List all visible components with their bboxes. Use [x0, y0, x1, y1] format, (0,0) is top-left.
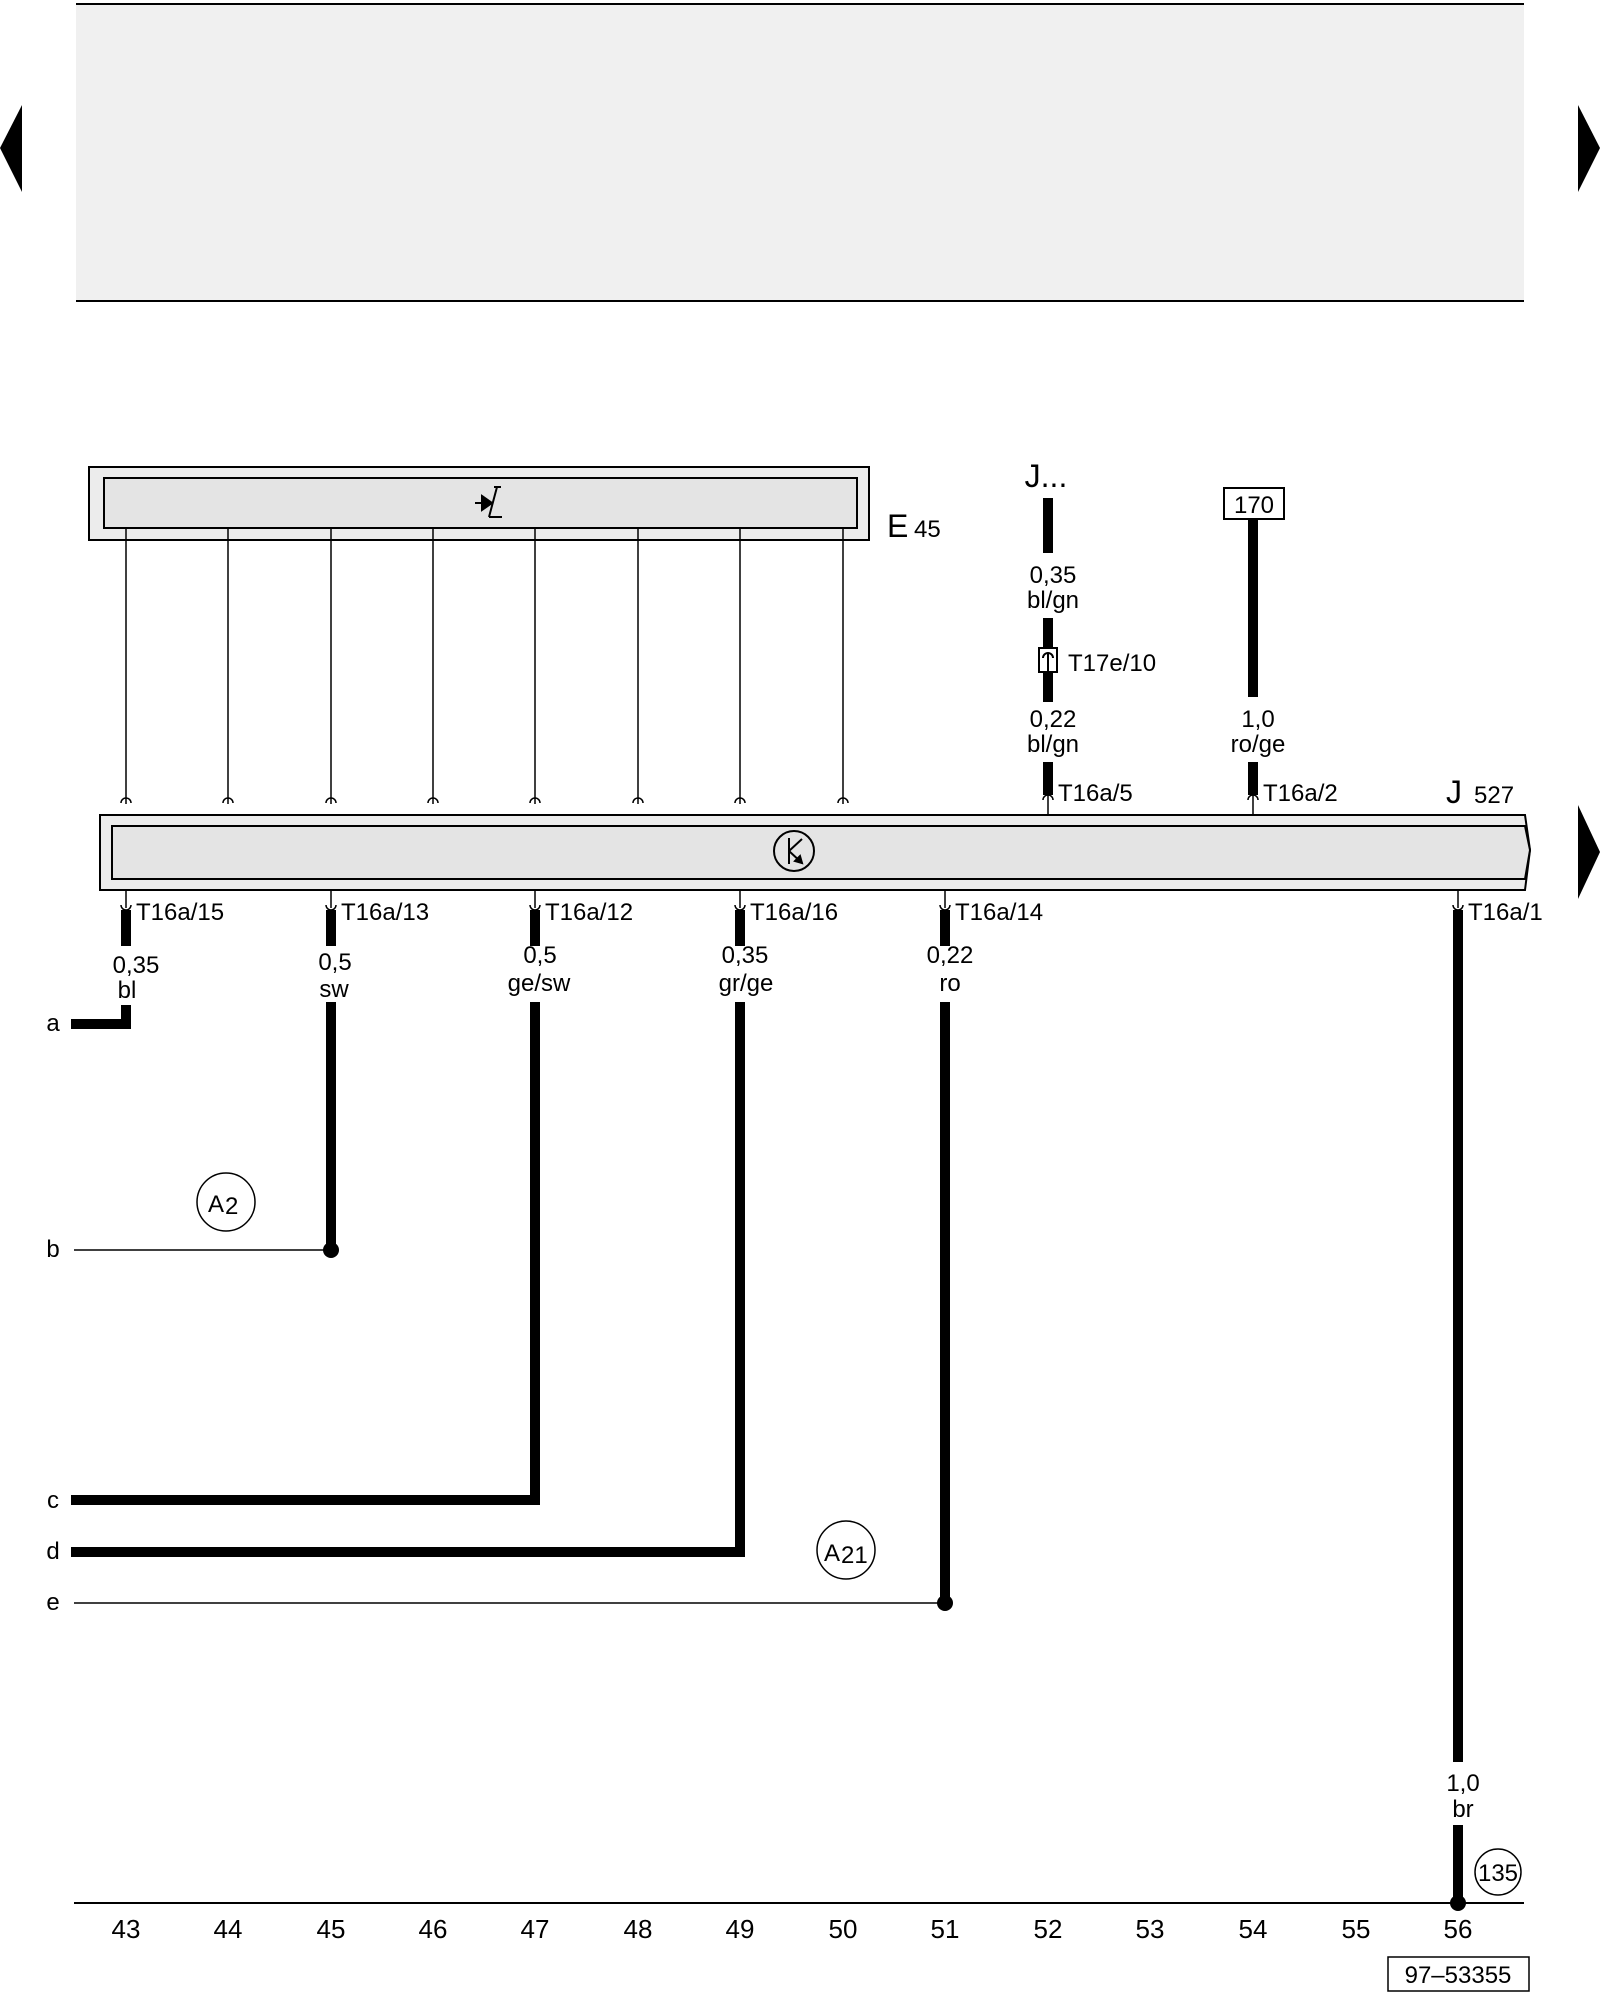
pin-t16a-13: T16a/13 0,5 sw [74, 890, 429, 1258]
pin-t16a-15: T16a/15 0,35 bl [71, 890, 224, 1029]
doc-number-box [1387, 1956, 1530, 1992]
pin-t16a-1: T16a/1 1,0 br [1446, 890, 1543, 1911]
pin-label: T16a/14 [955, 899, 1043, 926]
wire-color: gr/ge [719, 970, 774, 997]
svg-text:46: 46 [419, 1914, 448, 1944]
connector-label: T17e/10 [1068, 650, 1156, 677]
svg-text:51: 51 [931, 1914, 960, 1944]
line-label-a: a [46, 1010, 60, 1037]
svg-text:47: 47 [521, 1914, 550, 1944]
j-wire-upper-color: bl/gn [1027, 587, 1079, 614]
wire-color: br [1452, 1796, 1473, 1823]
svg-text:43: 43 [112, 1914, 141, 1944]
connection-a21: A 21 [816, 1520, 876, 1580]
svg-text:45: 45 [317, 1914, 346, 1944]
ruler: 43 44 45 46 47 48 49 50 51 52 53 54 55 5… [112, 1914, 1473, 1944]
switch-symbol-icon [475, 486, 502, 518]
j527-letter: J [1446, 774, 1462, 810]
svg-text:2: 2 [225, 1193, 238, 1220]
wire-size: 0,5 [523, 942, 556, 969]
ground-point-135 [1474, 1848, 1522, 1896]
continue-right-icon[interactable] [1578, 805, 1600, 899]
next-page-icon[interactable] [1578, 105, 1600, 192]
w170-color: ro/ge [1231, 731, 1286, 758]
wire-size: 0,35 [722, 942, 769, 969]
j527-module: J 527 [99, 774, 1532, 891]
j-wire-upper-size: 0,35 [1030, 562, 1077, 589]
svg-text:56: 56 [1444, 1914, 1473, 1944]
svg-text:48: 48 [624, 1914, 653, 1944]
pin-label: T16a/1 [1468, 899, 1543, 926]
line-label-b: b [46, 1236, 59, 1263]
pin-label: T16a/16 [750, 899, 838, 926]
prev-page-icon[interactable] [0, 105, 22, 192]
ground-point-135-label: 135 [1478, 1860, 1518, 1887]
w170-size: 1,0 [1241, 706, 1274, 733]
e45-module: E 45 [88, 466, 941, 544]
svg-text:44: 44 [214, 1914, 243, 1944]
header-band [76, 4, 1524, 301]
w170-pin-label: T16a/2 [1263, 780, 1338, 807]
j527-number: 527 [1474, 782, 1514, 809]
connector-icon [1038, 647, 1058, 673]
pin-t16a-12: T16a/12 0,5 ge/sw [71, 890, 633, 1505]
svg-text:50: 50 [829, 1914, 858, 1944]
j-ref-label: J... [1025, 458, 1068, 494]
connection-a2: A 2 [196, 1172, 256, 1232]
svg-text:53: 53 [1136, 1914, 1165, 1944]
svg-text:54: 54 [1239, 1914, 1268, 1944]
junction-dot [937, 1595, 953, 1611]
svg-text:49: 49 [726, 1914, 755, 1944]
j-wire-lower-color: bl/gn [1027, 731, 1079, 758]
pin-t16a-14: T16a/14 0,22 ro [74, 890, 1043, 1611]
wire-size: 0,5 [318, 949, 351, 976]
svg-text:52: 52 [1034, 1914, 1063, 1944]
pin-label: T16a/12 [545, 899, 633, 926]
line-label-e: e [46, 1589, 59, 1616]
j-pin-label: T16a/5 [1058, 780, 1133, 807]
e45-number: 45 [914, 516, 941, 543]
j-feed-wire: J... 0,35 bl/gn T17e/10 0,22 bl/gn T16a/… [1025, 458, 1156, 815]
wire-size: 1,0 [1446, 1770, 1479, 1797]
e45-letter: E [887, 508, 908, 544]
wire-size: 0,22 [927, 942, 974, 969]
wire-color: sw [319, 976, 349, 1003]
svg-text:21: 21 [841, 1542, 868, 1569]
wire-color: ge/sw [508, 970, 571, 997]
svg-text:55: 55 [1342, 1914, 1371, 1944]
pin-label: T16a/15 [136, 899, 224, 926]
pin-label: T16a/13 [341, 899, 429, 926]
junction-dot [323, 1242, 339, 1258]
line-label-d: d [46, 1538, 59, 1565]
line-label-c: c [47, 1487, 59, 1514]
wire-color: ro [939, 970, 960, 997]
feed-170-wire: 170 1,0 ro/ge T16a/2 [1223, 487, 1338, 815]
wire-size: 0,35 [113, 952, 160, 979]
ref-box-170-label: 170 [1234, 492, 1274, 519]
doc-number: 97–53355 [1405, 1962, 1512, 1989]
svg-text:A: A [208, 1191, 224, 1218]
control-unit-icon [773, 830, 815, 872]
j-wire-lower-size: 0,22 [1030, 706, 1077, 733]
wire-color: bl [118, 977, 137, 1004]
e45-wire-bundle [120, 528, 849, 804]
pin-t16a-16: T16a/16 0,35 gr/ge [71, 890, 838, 1557]
svg-text:A: A [824, 1540, 840, 1567]
